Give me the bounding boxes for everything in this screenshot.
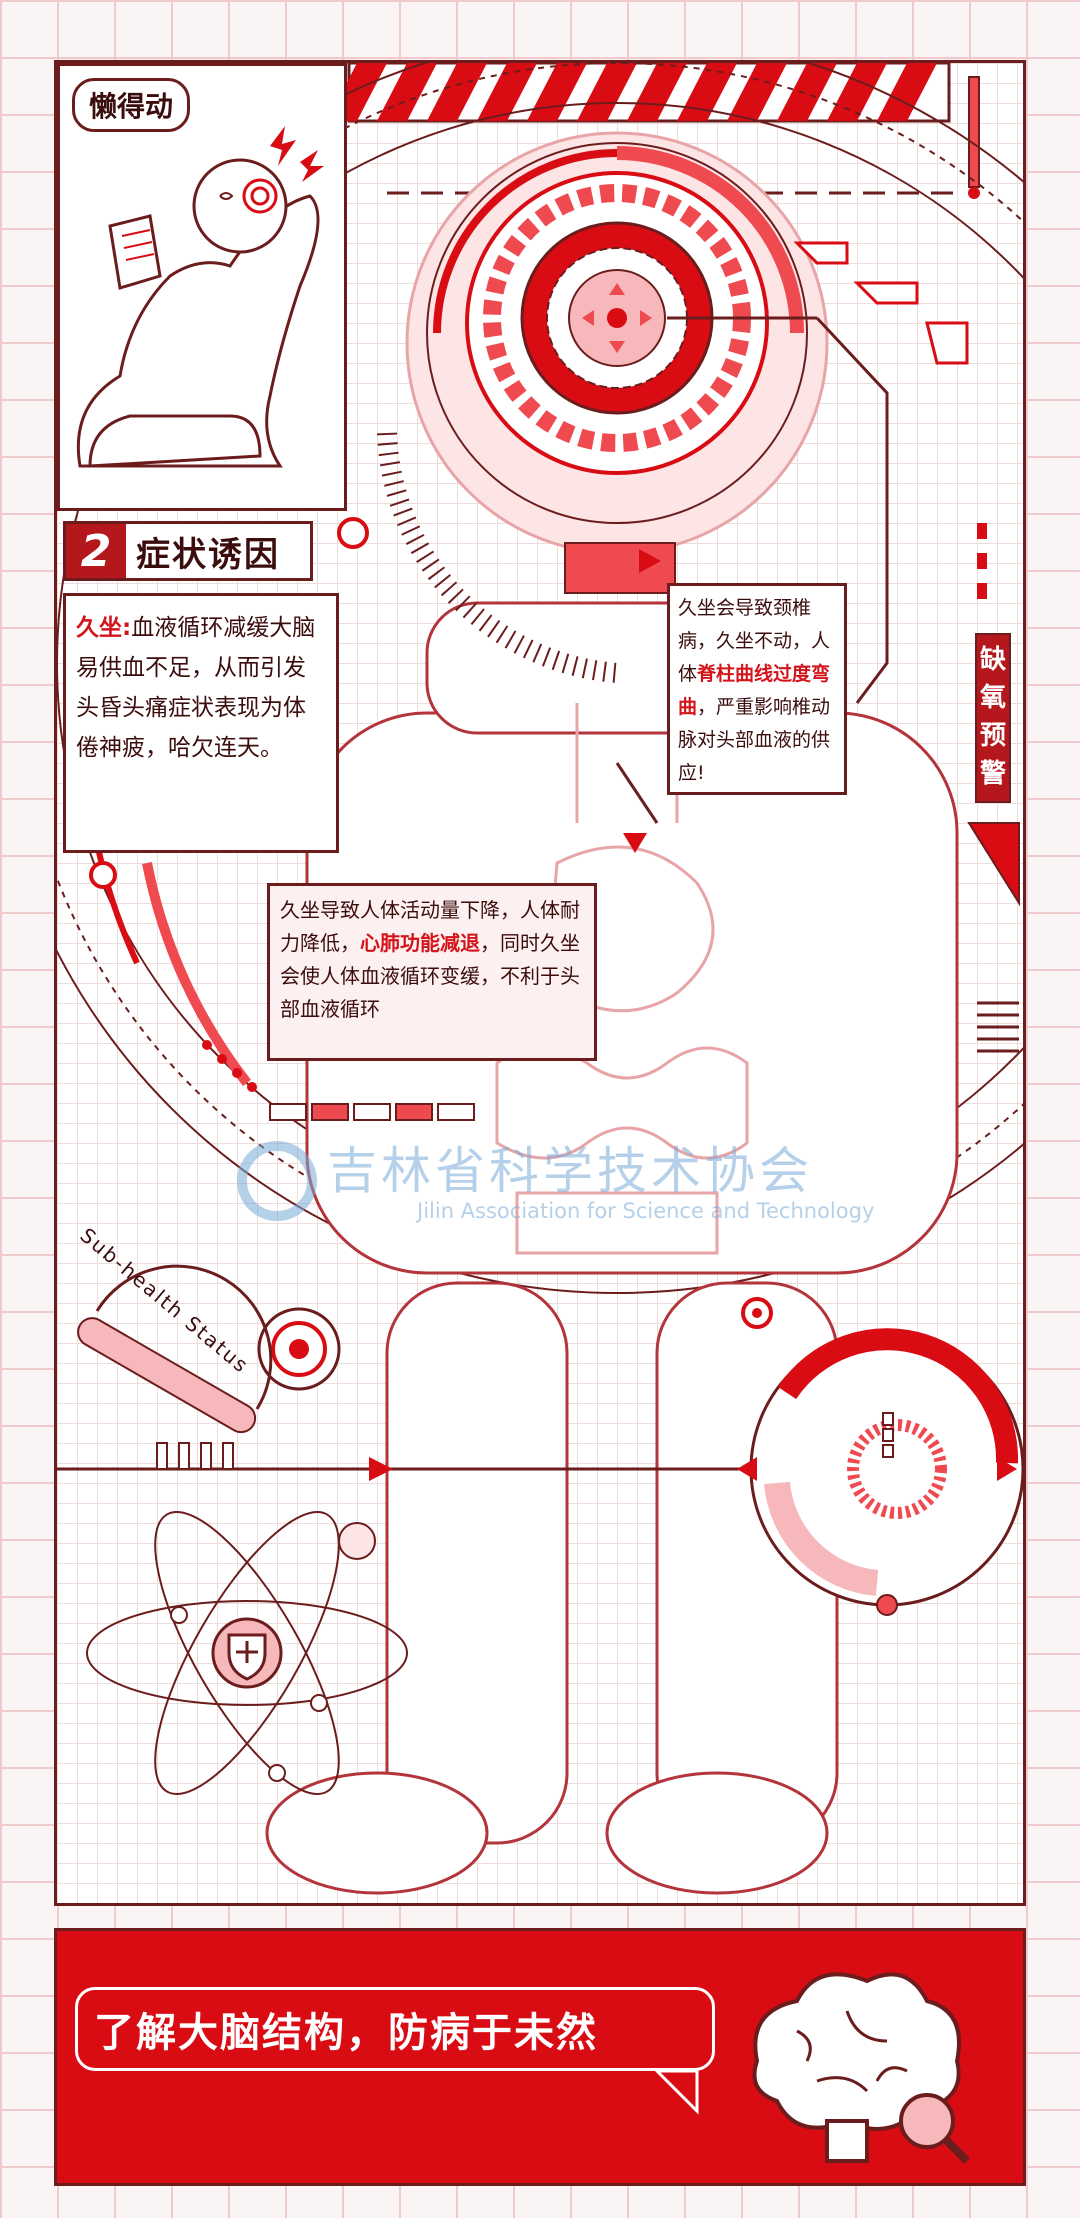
bottom-banner: 了解大脑结构，防病于未然 <box>54 1928 1026 2186</box>
heart-callout: 久坐导致人体活动量下降，人体耐力降低，心肺功能减退，同时久坐会使人体血液循环变缓… <box>267 883 597 1061</box>
oxygen-warning-label: 缺氧预警 <box>975 633 1011 803</box>
cause-highlight: 久坐: <box>76 615 132 641</box>
atom-icon <box>86 1511 408 1795</box>
lazy-illustration-box: 懒得动 <box>57 63 347 511</box>
section-title: 症状诱因 <box>136 534 280 575</box>
body-silhouette <box>265 601 959 1895</box>
heart-highlight: 心肺功能减退 <box>360 931 480 955</box>
neck-highlight: 脊柱曲线过度弯曲 <box>678 663 831 718</box>
progress-segments <box>269 1103 475 1121</box>
slogan-bubble: 了解大脑结构，防病于未然 <box>75 1987 715 2071</box>
pointer-arrows <box>615 549 773 1329</box>
lightning-icon <box>270 126 324 182</box>
infographic-panel: 懒得动 2 症状诱因 久坐:血液循环减缓大脑易供血不足，从而引发头昏 <box>54 60 1026 1906</box>
cause-text: 血液循环减缓大脑易供血不足，从而引发头昏头痛症状表现为体倦神疲，哈欠连天。 <box>76 615 316 761</box>
progress-segment <box>353 1103 391 1121</box>
brain-icon <box>752 1972 961 2163</box>
left-arc-decor <box>89 842 257 1092</box>
shield-plus-icon <box>211 1617 283 1689</box>
progress-segment <box>269 1103 307 1121</box>
progress-segment <box>395 1103 433 1121</box>
watermark: 吉林省科学技术协会 Jilin Association for Science … <box>237 1131 874 1223</box>
heart-text-1: 久坐导致人体活动量下降，人体耐力降低， <box>280 898 580 955</box>
section-heading: 2 症状诱因 <box>63 521 313 581</box>
gauge <box>737 1328 1023 1616</box>
brain-rings <box>337 131 889 704</box>
target-icon <box>257 1307 341 1391</box>
watermark-en: Jilin Association for Science and Techno… <box>417 1199 875 1223</box>
heart-text-2: ，同时久坐会使人体血液循环变缓，不利于头部血液循环 <box>280 931 580 1021</box>
watermark-cn: 吉林省科学技术协会 <box>327 1142 813 1200</box>
book-icon <box>108 214 162 290</box>
neck-callout: 久坐会导致颈椎病，久坐不动，人体脊柱曲线过度弯曲，严重影响椎动脉对头部血液的供应… <box>667 583 847 795</box>
progress-segment <box>311 1103 349 1121</box>
magnifier-icon <box>899 2093 970 2164</box>
organs <box>495 703 749 1255</box>
right-tech-shapes <box>793 241 1020 1053</box>
banner-art <box>653 1972 970 2164</box>
watermark-logo-icon <box>237 1141 317 1221</box>
section-number: 2 <box>66 524 126 578</box>
neck-text-2: ，严重影响椎动脉对头部血液的供应! <box>678 696 831 784</box>
lazy-tag: 懒得动 <box>72 78 191 132</box>
progress-segment <box>437 1103 475 1121</box>
reading-person-illustration <box>76 126 324 468</box>
cause-text-box: 久坐:血液循环减缓大脑易供血不足，从而引发头昏头痛症状表现为体倦神疲，哈欠连天。 <box>63 593 339 853</box>
tick-arc <box>377 432 618 683</box>
striped-header-bar <box>327 63 980 199</box>
neck-text-1: 久坐会导致颈椎病，久坐不动，人体 <box>678 597 831 685</box>
connector-line <box>57 1442 817 1481</box>
